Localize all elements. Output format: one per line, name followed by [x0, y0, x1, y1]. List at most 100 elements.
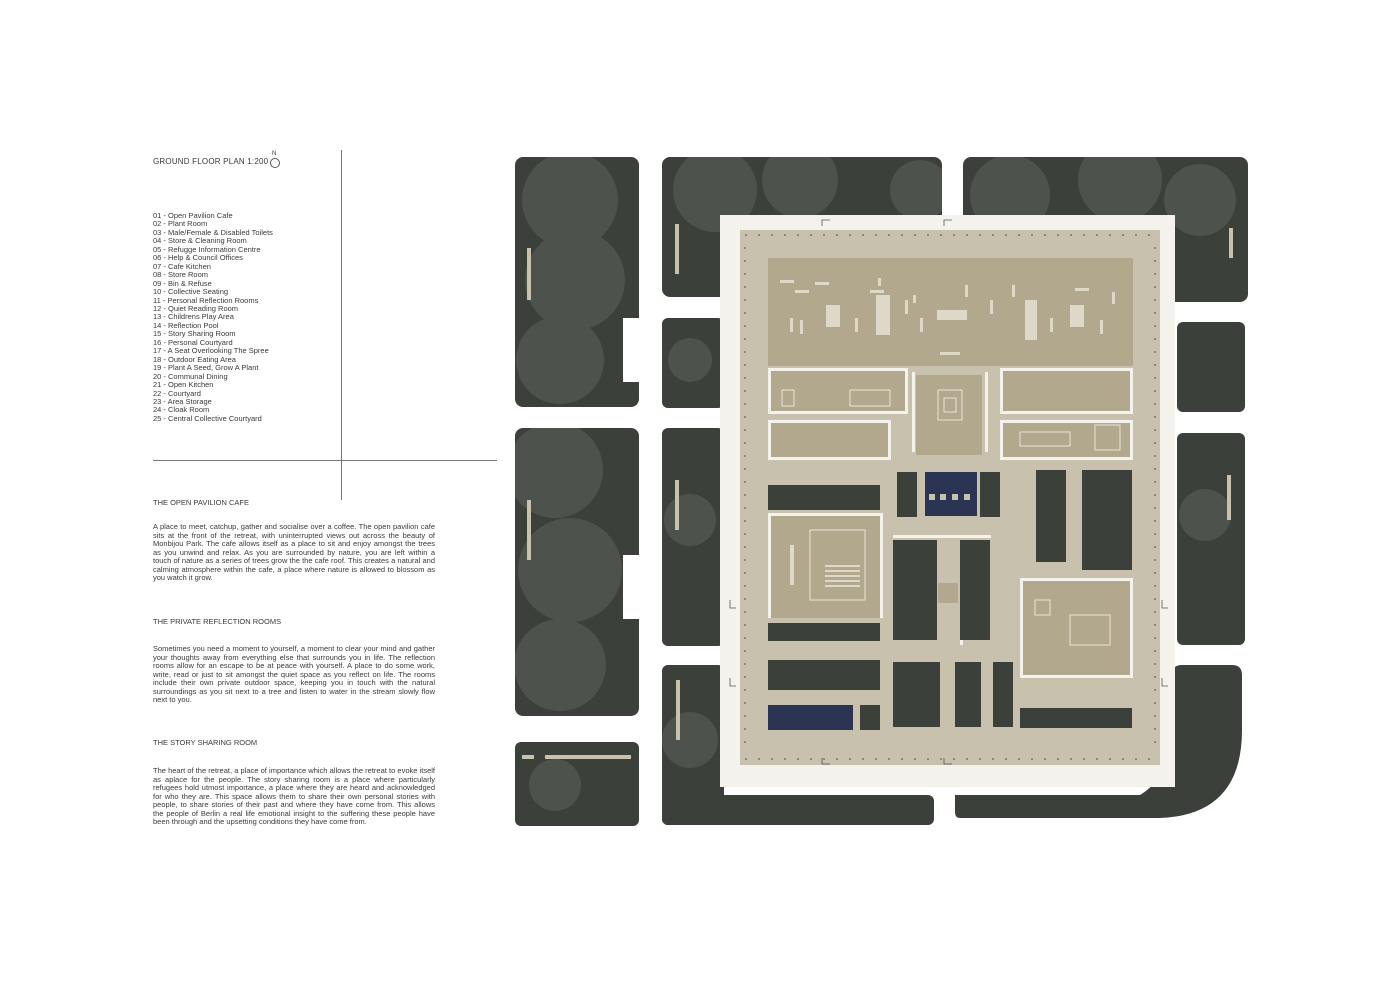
column-dot	[1154, 676, 1156, 678]
column-dot	[744, 702, 746, 704]
column-dot	[771, 234, 773, 236]
legend-item: 08 - Store Room	[153, 270, 209, 280]
column-dot	[1154, 377, 1156, 379]
column-dot	[1154, 260, 1156, 262]
column-dot	[1057, 234, 1059, 236]
column-dot	[1044, 234, 1046, 236]
column-dot	[1018, 234, 1020, 236]
column-dot	[979, 758, 981, 760]
column-dot	[810, 234, 812, 236]
legend-item: 09 - Bin & Refuse	[153, 278, 212, 288]
column-dot	[1154, 533, 1156, 535]
column-dot	[1154, 650, 1156, 652]
column-dot	[862, 758, 864, 760]
column-dot	[1148, 234, 1150, 236]
column-dot	[1154, 663, 1156, 665]
legend-item: 07 - Cafe Kitchen	[153, 261, 211, 271]
legend-item: 18 - Outdoor Eating Area	[153, 354, 236, 364]
column-dot	[744, 585, 746, 587]
column-dot	[1154, 481, 1156, 483]
column-dot	[1154, 494, 1156, 496]
column-dot	[797, 234, 799, 236]
column-dot	[744, 273, 746, 275]
column-dot	[1154, 572, 1156, 574]
rooms	[771, 371, 1130, 675]
column-dot	[744, 299, 746, 301]
column-dot	[797, 758, 799, 760]
column-dot	[1154, 416, 1156, 418]
legend-item: 25 - Central Collective Courtyard	[153, 413, 262, 423]
column-dot	[744, 325, 746, 327]
column-dot	[953, 758, 955, 760]
column-dot	[1154, 598, 1156, 600]
column-dot	[1109, 758, 1111, 760]
section-heading-cafe: THE OPEN PAVILION CAFE	[153, 498, 249, 507]
column-dot	[1154, 273, 1156, 275]
column-dot	[862, 234, 864, 236]
legend-item: 11 - Personal Reflection Rooms	[153, 295, 259, 305]
column-dot	[1083, 758, 1085, 760]
column-dot	[744, 338, 746, 340]
room-cloak	[938, 583, 958, 603]
landscape-block	[1177, 322, 1245, 412]
column-dot	[1122, 234, 1124, 236]
column-dot	[744, 260, 746, 262]
section-markers	[729, 219, 1168, 765]
column-dot	[1109, 234, 1111, 236]
column-dot	[1154, 325, 1156, 327]
column-dot	[744, 676, 746, 678]
column-dot	[744, 728, 746, 730]
column-dot	[744, 650, 746, 652]
column-dot	[744, 442, 746, 444]
column-dot	[1154, 390, 1156, 392]
ground-floor-plan	[515, 157, 1248, 826]
column-dot	[1154, 403, 1156, 405]
legend-item: 03 - Male/Female & Disabled Toilets	[153, 227, 273, 237]
column-dot	[744, 429, 746, 431]
legend-item: 01 - Open Pavilion Cafe	[153, 211, 233, 220]
legend-item: 06 - Help & Council Offices	[153, 253, 243, 263]
column-dot	[744, 520, 746, 522]
column-dot	[1154, 429, 1156, 431]
legend-item: 17 - A Seat Overlooking The Spree	[153, 346, 269, 356]
column-dot	[744, 559, 746, 561]
plan-title: GROUND FLOOR PLAN 1:200	[153, 157, 269, 166]
column-dot	[1154, 338, 1156, 340]
column-dot	[744, 572, 746, 574]
column-dot	[758, 234, 760, 236]
column-dot	[745, 234, 747, 236]
column-dot	[744, 377, 746, 379]
column-dot	[1154, 299, 1156, 301]
column-dot	[744, 741, 746, 743]
column-dot	[1070, 234, 1072, 236]
column-dot	[1096, 758, 1098, 760]
section-heading-reflection: THE PRIVATE REFLECTION ROOMS	[153, 617, 282, 626]
column-dot	[1154, 559, 1156, 561]
column-dot	[914, 234, 916, 236]
legend-item: 19 - Plant A Seed, Grow A Plant	[153, 363, 259, 373]
divider-vertical	[341, 150, 342, 500]
reading-stripes	[790, 545, 860, 587]
column-dot	[1154, 689, 1156, 691]
column-dot	[771, 758, 773, 760]
column-dot	[744, 364, 746, 366]
legend-item: 12 - Quiet Reading Room	[153, 303, 239, 313]
column-dot	[849, 234, 851, 236]
benches	[522, 224, 1233, 759]
legend-item: 21 - Open Kitchen	[153, 380, 214, 390]
column-dot	[966, 758, 968, 760]
column-dot	[744, 598, 746, 600]
column-dot	[992, 758, 994, 760]
column-dot	[875, 758, 877, 760]
column-dot	[966, 234, 968, 236]
column-dot	[1154, 247, 1156, 249]
column-dot	[888, 758, 890, 760]
column-dot	[1135, 758, 1137, 760]
column-dot	[744, 533, 746, 535]
column-dot	[744, 481, 746, 483]
section-body-reflection: Sometimes you need a moment to yourself,…	[153, 644, 435, 704]
column-dot	[1154, 468, 1156, 470]
column-dot	[1005, 758, 1007, 760]
reflection-pool-south	[768, 705, 853, 730]
column-dot	[1154, 351, 1156, 353]
